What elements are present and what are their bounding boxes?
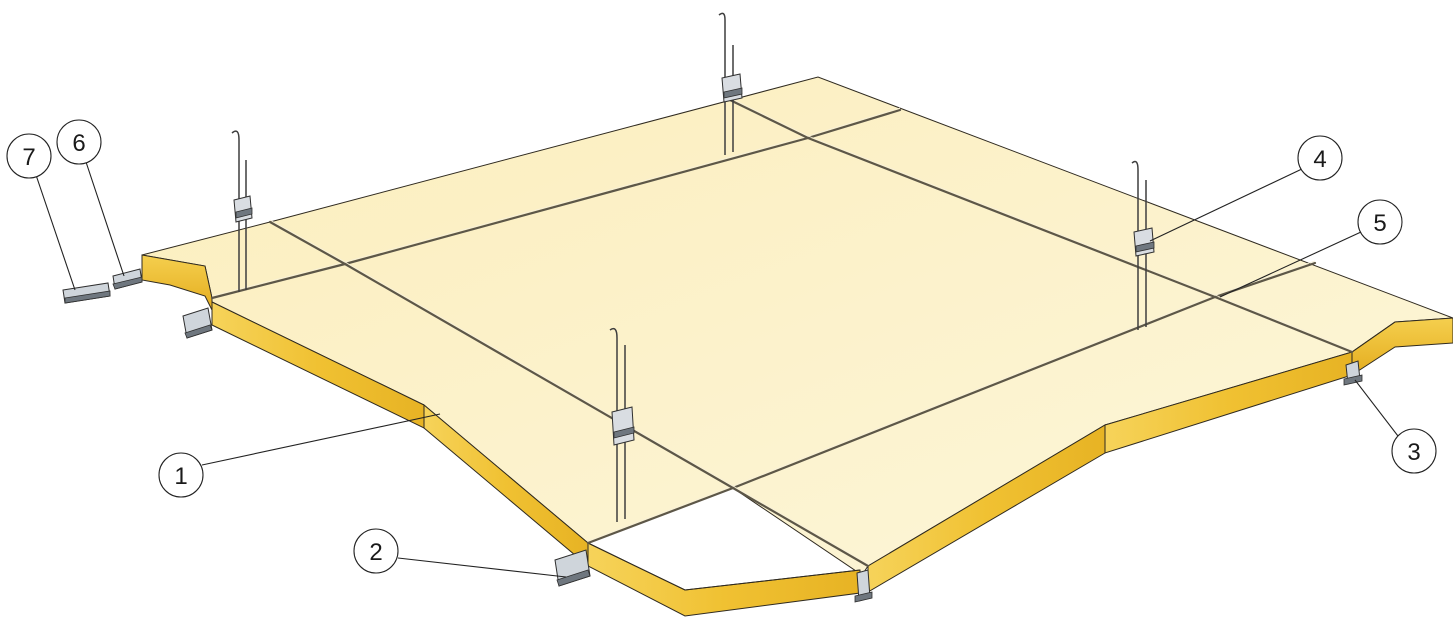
hanger-wire-icon bbox=[718, 12, 726, 155]
profile-6 bbox=[112, 268, 143, 290]
main-runner-front bbox=[586, 261, 1317, 545]
hanger-back-left bbox=[231, 130, 253, 292]
panel-edge-front-bottom bbox=[587, 542, 861, 617]
bottom-tile-contour bbox=[587, 542, 861, 591]
profile-7 bbox=[62, 282, 111, 304]
callout-6: 6 bbox=[56, 119, 125, 277]
callout-label: 5 bbox=[1373, 210, 1386, 237]
callout-label: 4 bbox=[1313, 146, 1326, 173]
callout-1: 1 bbox=[158, 413, 441, 498]
hanger-front bbox=[609, 327, 635, 522]
main-runner-end-left bbox=[182, 307, 213, 339]
main-runner-back bbox=[210, 108, 902, 300]
hanger-back-middle bbox=[718, 12, 743, 155]
grid-system bbox=[210, 97, 1354, 568]
callout-label: 7 bbox=[22, 144, 35, 171]
panel-top-surface bbox=[141, 76, 1453, 576]
callout-3: 3 bbox=[1354, 379, 1437, 474]
callout-label: 3 bbox=[1407, 439, 1420, 466]
callout-2: 2 bbox=[353, 528, 567, 578]
cross-tee-end-front bbox=[854, 569, 873, 603]
ceiling-panels bbox=[141, 76, 1453, 617]
cross-tee-right bbox=[728, 98, 1354, 354]
panel-edge-left-cut bbox=[141, 254, 213, 311]
hanger-wire-icon bbox=[1131, 160, 1139, 330]
callout-4: 4 bbox=[1149, 135, 1343, 242]
cross-tee-left bbox=[268, 220, 870, 568]
cross-tee-end-right bbox=[1343, 360, 1363, 386]
suspension-clip-icon bbox=[611, 406, 635, 446]
callout-7: 7 bbox=[6, 133, 76, 291]
hanger-wire-icon bbox=[609, 327, 618, 522]
callout-5: 5 bbox=[1219, 199, 1403, 298]
right-tile-contour bbox=[1351, 321, 1396, 353]
callout-label: 2 bbox=[369, 539, 382, 566]
callout-label: 6 bbox=[72, 130, 85, 157]
hanger-right bbox=[1131, 160, 1155, 330]
callout-label: 1 bbox=[174, 463, 187, 490]
main-runner-end-front bbox=[554, 549, 591, 587]
hanger-wire-icon bbox=[231, 130, 240, 292]
